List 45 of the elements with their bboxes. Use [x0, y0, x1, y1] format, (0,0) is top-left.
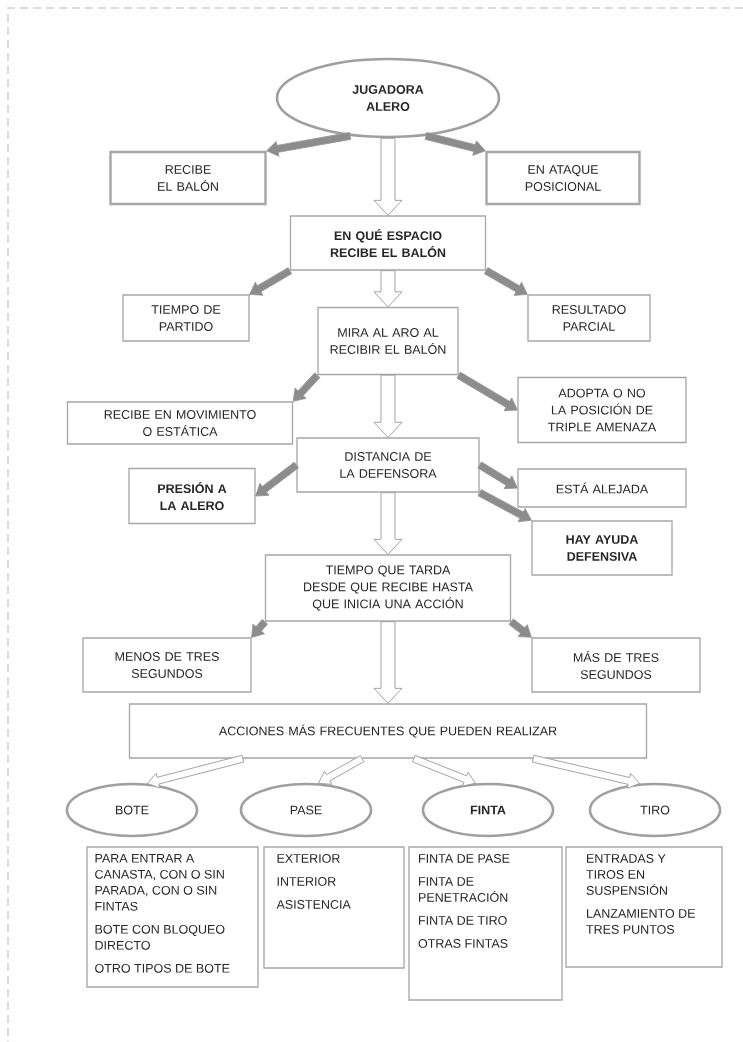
text-box: ESTÁ ALEJADA [517, 468, 687, 508]
arrow [424, 132, 486, 156]
text-box: ACCIONES MÁS FRECUENTES QUE PUEDEN REALIZAR [128, 703, 648, 759]
list-box: PARA ENTRAR A CANASTA, CON O SIN PARADA, CON O SIN FINTAS BOTE CON BLOQUEO DIRECTO OTRO TIPOS DE BOTE [86, 846, 259, 988]
arrow [266, 132, 352, 157]
list-box: FINTA DE PASE FINTA DE PENETRACIÓN FINTA DE TIRO OTRAS FINTAS [408, 846, 563, 1001]
text-box: RESULTADO PARCIAL [527, 294, 651, 342]
block-arrow [373, 270, 403, 308]
text-box: TIEMPO QUE TARDA DESDE QUE RECIBE HASTA QUE INICIA UNA ACCIÓN [264, 554, 512, 622]
text-box: MÁS DE TRES SEGUNDOS [531, 637, 701, 693]
arrow [255, 461, 299, 497]
arrow [531, 754, 641, 789]
arrow [456, 371, 518, 412]
oval-node: TIRO [588, 782, 722, 838]
oval-node: BOTE [65, 782, 199, 838]
text-box: ADOPTA O NO LA POSICIÓN DE TRIPLE AMENAZA [517, 376, 687, 444]
arrow [251, 618, 268, 638]
oval-node: PASE [239, 782, 373, 838]
block-arrow [373, 137, 403, 216]
arrow [483, 267, 528, 296]
text-box: RECIBE EL BALÓN [109, 150, 267, 206]
text-box: MIRA AL ARO AL RECIBIR EL BALÓN [317, 306, 459, 376]
block-arrow [373, 374, 403, 438]
text-box: MENOS DE TRES SEGUNDOS [82, 637, 252, 693]
text-box: TIEMPO DE PARTIDO [122, 294, 250, 342]
block-arrow [373, 492, 403, 555]
arrow [508, 618, 532, 638]
text-box: RECIBE EN MOVIMIENTO O ESTÁTICA [66, 401, 294, 445]
text-box: PRESIÓN A LA ALERO [128, 467, 256, 525]
list-box: EXTERIOR INTERIOR ASISTENCIA [263, 846, 405, 969]
text-box: EN QUÉ ESPACIO RECIBE EL BALÓN [289, 215, 487, 271]
arrow [412, 754, 476, 787]
block-arrow [373, 621, 403, 704]
arrow [146, 754, 245, 789]
arrow [292, 372, 321, 402]
text-box: HAY AYUDA DEFENSIVA [531, 520, 673, 576]
arrow [318, 755, 365, 785]
list-box: ENTRADAS Y TIROS EN SUSPENSIÓN LANZAMIENTO DE TRES PUNTOS [565, 846, 723, 968]
arrow [477, 489, 532, 523]
text-box: DISTANCIA DE LA DEFENSORA [296, 437, 480, 493]
text-box: EN ATAQUE POSICIONAL [485, 150, 641, 206]
oval-node: JUGADORA ALERO [275, 57, 501, 139]
arrow [477, 461, 518, 490]
oval-node: FINTA [421, 782, 555, 838]
arrow [249, 267, 293, 296]
